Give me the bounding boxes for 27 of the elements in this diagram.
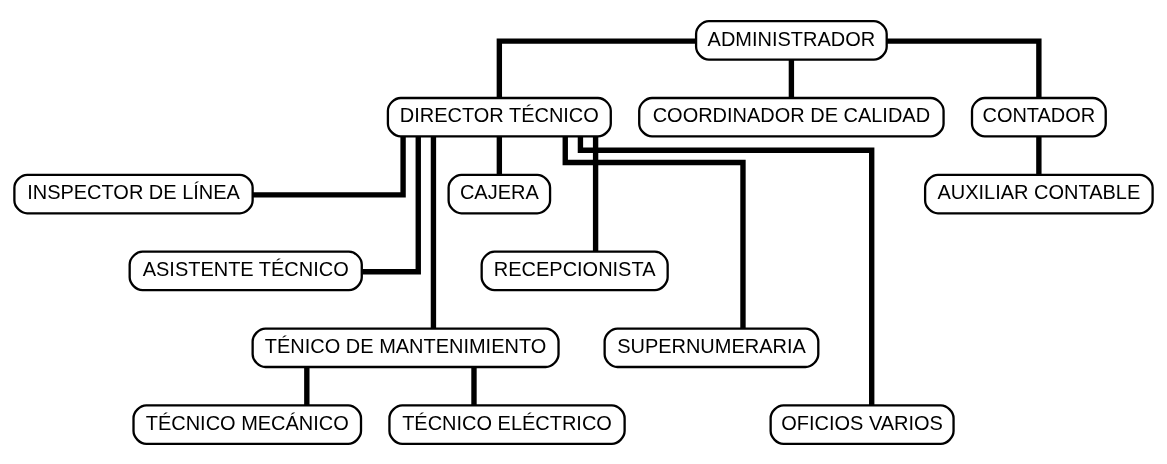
connector	[252, 136, 406, 198]
node-box: CONTADOR	[970, 96, 1107, 138]
connector	[496, 37, 696, 98]
node-box: TÉCNICO MECÁNICO	[132, 403, 363, 445]
node-box: TÉCNICO ELÉCTRICO	[388, 403, 626, 445]
connector	[471, 366, 477, 405]
node-box: INSPECTOR DE LÍNEA	[13, 173, 254, 214]
connector	[430, 136, 437, 328]
connector	[592, 136, 599, 252]
node-box: AUXILIAR CONTABLE	[923, 173, 1154, 214]
connector	[496, 136, 503, 174]
node-box: ASISTENTE TÉCNICO	[128, 250, 363, 291]
node-box: ADMINISTRADOR	[694, 19, 888, 61]
connector	[562, 136, 746, 328]
node-box: CAJERA	[447, 173, 552, 214]
node-box: TÉNICO DE MANTENIMIENTO	[251, 326, 560, 368]
connector	[304, 366, 310, 405]
node-box: COORDINADOR DE CALIDAD	[638, 96, 945, 138]
connector	[887, 37, 1042, 98]
connector	[1036, 136, 1042, 174]
connector	[577, 135, 875, 405]
node-box: OFICIOS VARIOS	[769, 403, 955, 445]
node-box: DIRECTOR TÉCNICO	[386, 96, 612, 138]
connector	[362, 136, 421, 274]
node-box: SUPERNUMERARIA	[603, 326, 820, 368]
node-box: RECEPCIONISTA	[480, 250, 669, 291]
connector	[788, 59, 795, 98]
